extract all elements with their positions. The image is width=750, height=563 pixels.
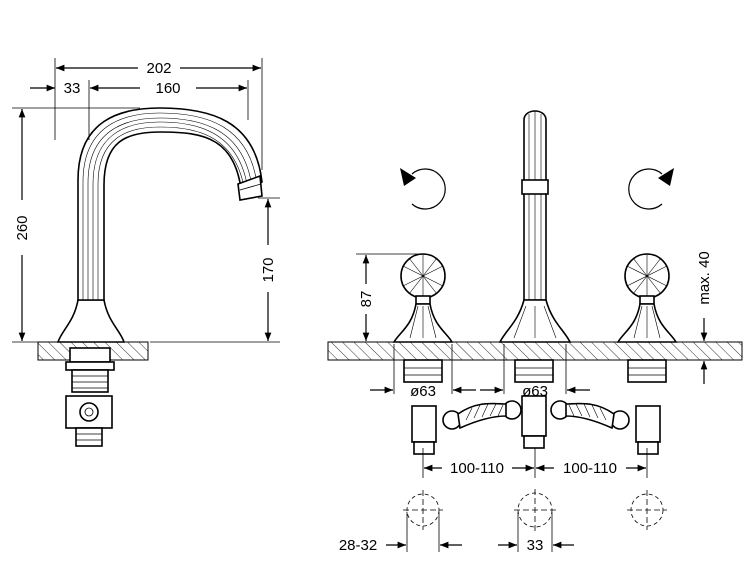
spout-side-view: 202 33 160 260 170 <box>12 58 280 447</box>
spout-aerator <box>237 174 263 201</box>
dim-hole-dia-spout: 33 <box>498 512 574 554</box>
dim-max-deck: max. 40 <box>696 251 713 384</box>
deck-holes <box>403 489 667 531</box>
label-33-offset: 33 <box>64 80 81 97</box>
spout-neck <box>77 107 263 301</box>
label-87: 87 <box>358 291 375 308</box>
left-handle <box>392 253 454 343</box>
label-33-hole: 33 <box>527 537 544 554</box>
label-170: 170 <box>260 257 277 282</box>
label-spacing-left: 100-110 <box>450 460 504 477</box>
center-spout-front <box>498 110 572 343</box>
label-202: 202 <box>146 60 171 77</box>
deck-section-right <box>327 341 743 361</box>
label-spacing-right: 100-110 <box>563 460 617 477</box>
front-view: 87 max. 40 ø63 ø63 <box>327 110 743 554</box>
label-28-32: 28-32 <box>339 537 377 554</box>
dim-spout-offset-reach: 33 160 <box>30 80 249 140</box>
dim-escutcheon-center: ø63 <box>480 344 590 400</box>
label-160: 160 <box>155 80 180 97</box>
dim-hole-spacing: 100-110 100-110 <box>422 448 648 478</box>
dim-escutcheon-left: ø63 <box>370 344 476 400</box>
counterclockwise-arrow-icon <box>400 168 446 210</box>
dim-hole-dia-handle: 28-32 <box>339 512 462 554</box>
dim-handle-height: 87 <box>356 253 420 341</box>
dim-spout-outlet-height: 170 <box>150 197 280 343</box>
label-max-40: max. 40 <box>696 251 713 304</box>
spout-base <box>56 299 126 343</box>
dim-spout-total-height: 260 <box>12 107 140 343</box>
spout-shank <box>69 347 111 363</box>
right-handle <box>616 253 678 343</box>
label-dia63-left: ø63 <box>410 383 436 400</box>
spout-flutes <box>82 112 258 300</box>
label-260: 260 <box>14 215 31 240</box>
dim-spout-overall-width: 202 <box>54 58 263 170</box>
under-deck-piping <box>403 359 667 455</box>
label-dia63-center: ø63 <box>522 383 548 400</box>
clockwise-arrow-icon <box>628 168 674 210</box>
